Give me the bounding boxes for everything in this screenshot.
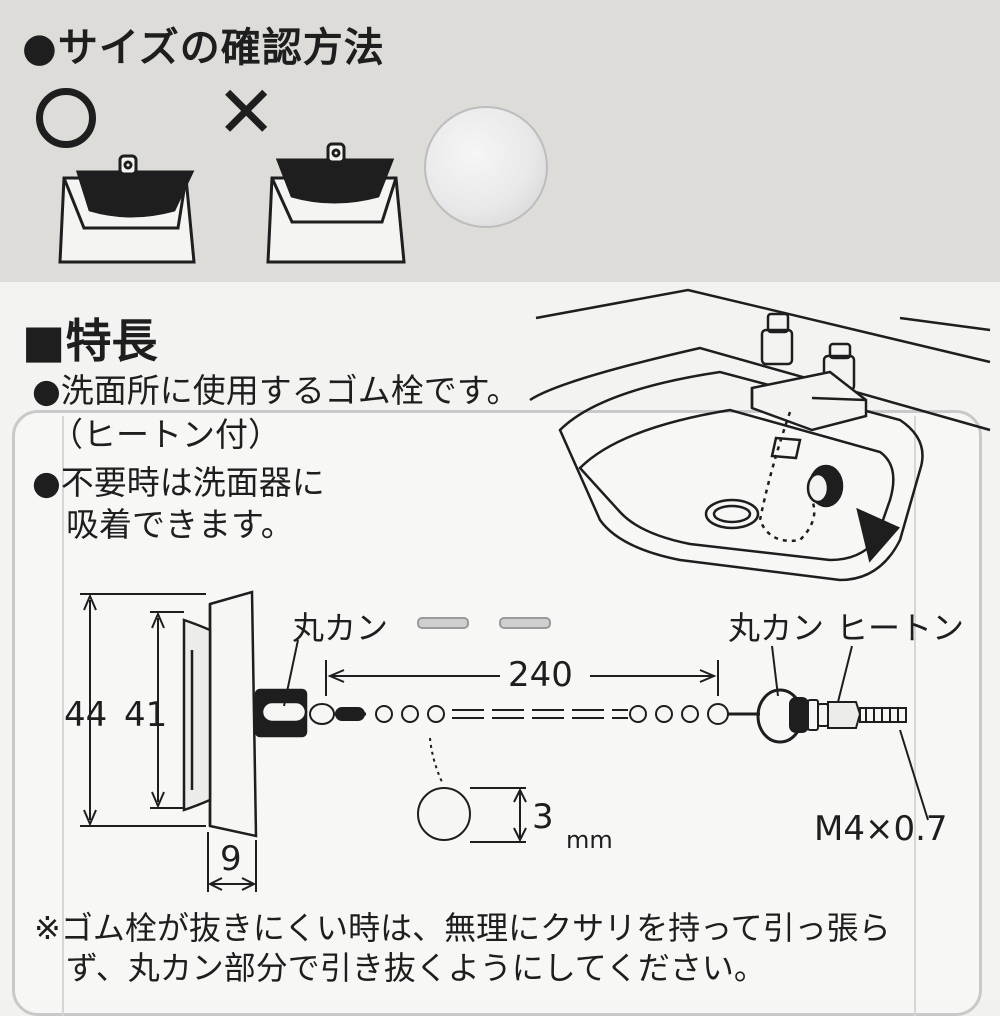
hang-hole <box>424 106 548 228</box>
ng-drain-illustration <box>266 142 406 264</box>
feature-bullet-1: ●洗面所に使用するゴム栓です。 <box>32 371 520 410</box>
dim-inner-diameter: 41 <box>124 695 168 735</box>
label-ring-right: 丸カン <box>728 609 825 647</box>
thread-spec: M4×0.7 <box>814 809 948 849</box>
size-check-heading: ●サイズの確認方法 <box>22 25 385 71</box>
dim-chain-length: 240 <box>508 655 573 695</box>
feature-bullet-1-sub: （ヒートン付） <box>50 415 281 454</box>
ok-drain-illustration <box>58 154 196 264</box>
stopper-side-view <box>182 590 308 838</box>
usage-note-line-1: ※ゴム栓が抜きにくい時は、無理にクサリを持って引っ張ら <box>34 909 891 947</box>
dim-ball-unit: mm <box>566 826 613 854</box>
features-heading: ■特長 <box>22 314 158 368</box>
label-ring-left: 丸カン <box>292 609 389 647</box>
dim-outer-diameter: 44 <box>64 695 108 735</box>
label-hook: ヒートン <box>836 609 965 647</box>
feature-bullet-2-sub: 吸着できます。 <box>66 505 294 544</box>
blister-pack-inner-edge <box>62 416 916 1016</box>
dim-thickness: 9 <box>220 839 242 879</box>
hanger-clips <box>417 617 551 629</box>
ok-mark-icon <box>36 88 96 148</box>
ball-chain <box>309 688 907 841</box>
feature-bullet-2: ●不要時は洗面器に <box>32 463 325 502</box>
dim-ball-size: 3 <box>532 797 554 837</box>
usage-note-line-2: ず、丸カン部分で引き抜くようにしてください。 <box>66 949 766 987</box>
dimension-lines <box>80 593 929 892</box>
sink-illustration <box>529 288 991 582</box>
ng-mark-icon: ✕ <box>216 70 277 154</box>
